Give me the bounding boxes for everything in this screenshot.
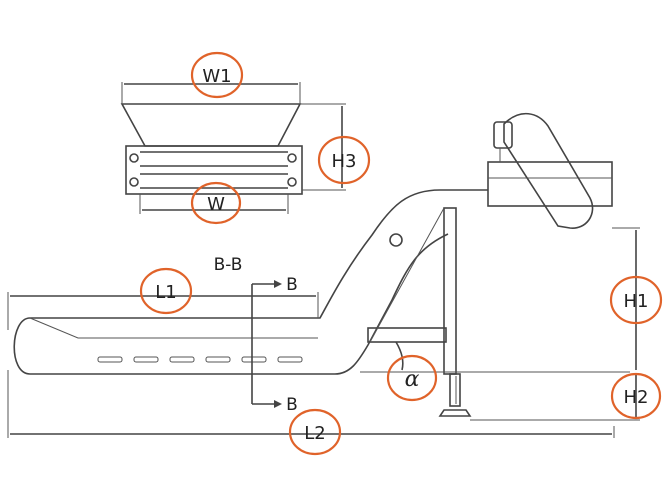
w1-ring [190,51,244,99]
section-label: B-B [214,255,243,275]
h3-label-group: H3 [317,135,371,185]
h2-label: H2 [624,387,649,408]
h3-label: H3 [332,151,357,172]
h2-label-group: H2 [610,372,662,420]
l1-label-group: L1 [139,267,193,315]
l2-label-group: L2 [288,408,342,456]
alpha-label: α [405,367,420,392]
h2-ring [610,372,662,420]
conveyor-side-view [13,112,630,417]
belt-slots [97,356,303,363]
alpha-label-group: α [386,354,438,402]
h1-ring [609,275,663,325]
l2-label: L2 [304,423,325,444]
dimension-lines [7,227,640,438]
h3-ring [317,135,371,185]
l2-ring [288,408,342,456]
w-label: W [207,194,225,215]
w-label-group: W [190,181,242,225]
l1-label: L1 [155,282,176,303]
h1-label-group: H1 [609,275,663,325]
section-b-top-label: B [286,275,298,295]
h1-label: H1 [624,291,649,312]
section-b-bottom-label: B [286,395,298,415]
w1-label: W1 [202,66,231,87]
l1-ring [139,267,193,315]
w1-label-group: W1 [190,51,244,99]
cross-section-view [120,82,346,214]
w-ring [190,181,242,225]
section-label-group: B-B B B [214,255,298,415]
alpha-ring [386,354,438,402]
section-cut-markers [251,280,282,408]
